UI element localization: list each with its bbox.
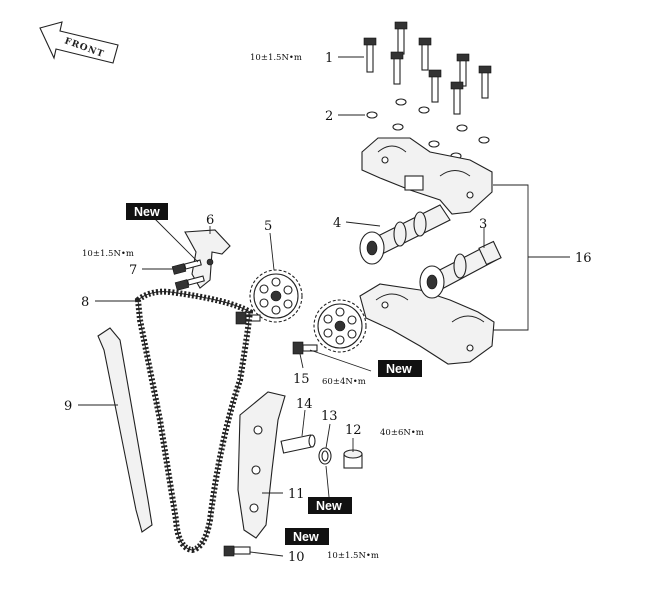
cam-cap-washers [366,98,490,160]
tensioner-plug [343,449,363,469]
cam-sprocket-upper [249,269,303,323]
callout-10: 10 [288,550,305,565]
new-badge: New [308,497,352,514]
fixed-chain-guide [97,327,153,533]
callout-6: 6 [206,213,214,228]
upper-cam-carrier [361,137,493,215]
bolt-icon [418,37,432,71]
tensioner-pivot-bolt [223,545,251,557]
callout-13: 13 [321,409,338,424]
chain-tensioner-arm [237,391,286,539]
bolt-icon [394,21,408,55]
exhaust-camshaft [419,240,502,299]
new-badge: New [126,203,168,220]
callout-4: 4 [333,216,341,231]
carrier-assembly-bracket [493,184,529,331]
torque-plug-12: 40±6N•m [380,428,424,438]
lower-cam-carrier [359,283,495,365]
bolt-icon [456,53,470,87]
callout-15: 15 [293,372,310,387]
front-arrow: FRONT [39,21,119,64]
cam-cap-bolts [363,21,492,115]
bolt-icon [428,69,442,103]
callout-5: 5 [264,219,272,234]
callout-8: 8 [81,295,89,310]
torque-bolt-10: 10±1.5N•m [327,551,379,561]
bolt-icon [390,51,404,85]
svg-text:New: New [134,205,160,219]
callout-16: 16 [575,251,592,266]
sprocket-bolt-icon [235,311,261,325]
tensioner-plunger [280,434,316,454]
callout-3: 3 [479,217,487,232]
callout-12: 12 [345,423,362,438]
callout-2: 2 [325,109,333,124]
new-badge: New [285,528,329,545]
bolt-icon [478,65,492,99]
bolt-icon [174,275,205,291]
bolt-icon [450,81,464,115]
svg-text:New: New [316,499,342,513]
new-badge: New [378,360,422,377]
intake-camshaft [359,204,451,265]
callout-9: 9 [64,399,72,414]
callout-7: 7 [129,263,137,278]
svg-text:New: New [386,362,412,376]
sprocket-bolt-icon [292,341,318,355]
bolt-icon [363,37,377,73]
callout-14: 14 [296,397,313,412]
torque-bolt-15: 60±4N•m [322,377,366,387]
timing-chain [134,288,254,554]
callout-11: 11 [288,487,305,502]
torque-bolt-7: 10±1.5N•m [82,249,134,259]
cam-sprocket-lower [313,299,367,353]
bolt-icon [171,259,202,275]
torque-bolt-1: 10±1.5N•m [250,53,302,63]
callout-1: 1 [325,51,333,66]
svg-text:New: New [293,530,319,544]
